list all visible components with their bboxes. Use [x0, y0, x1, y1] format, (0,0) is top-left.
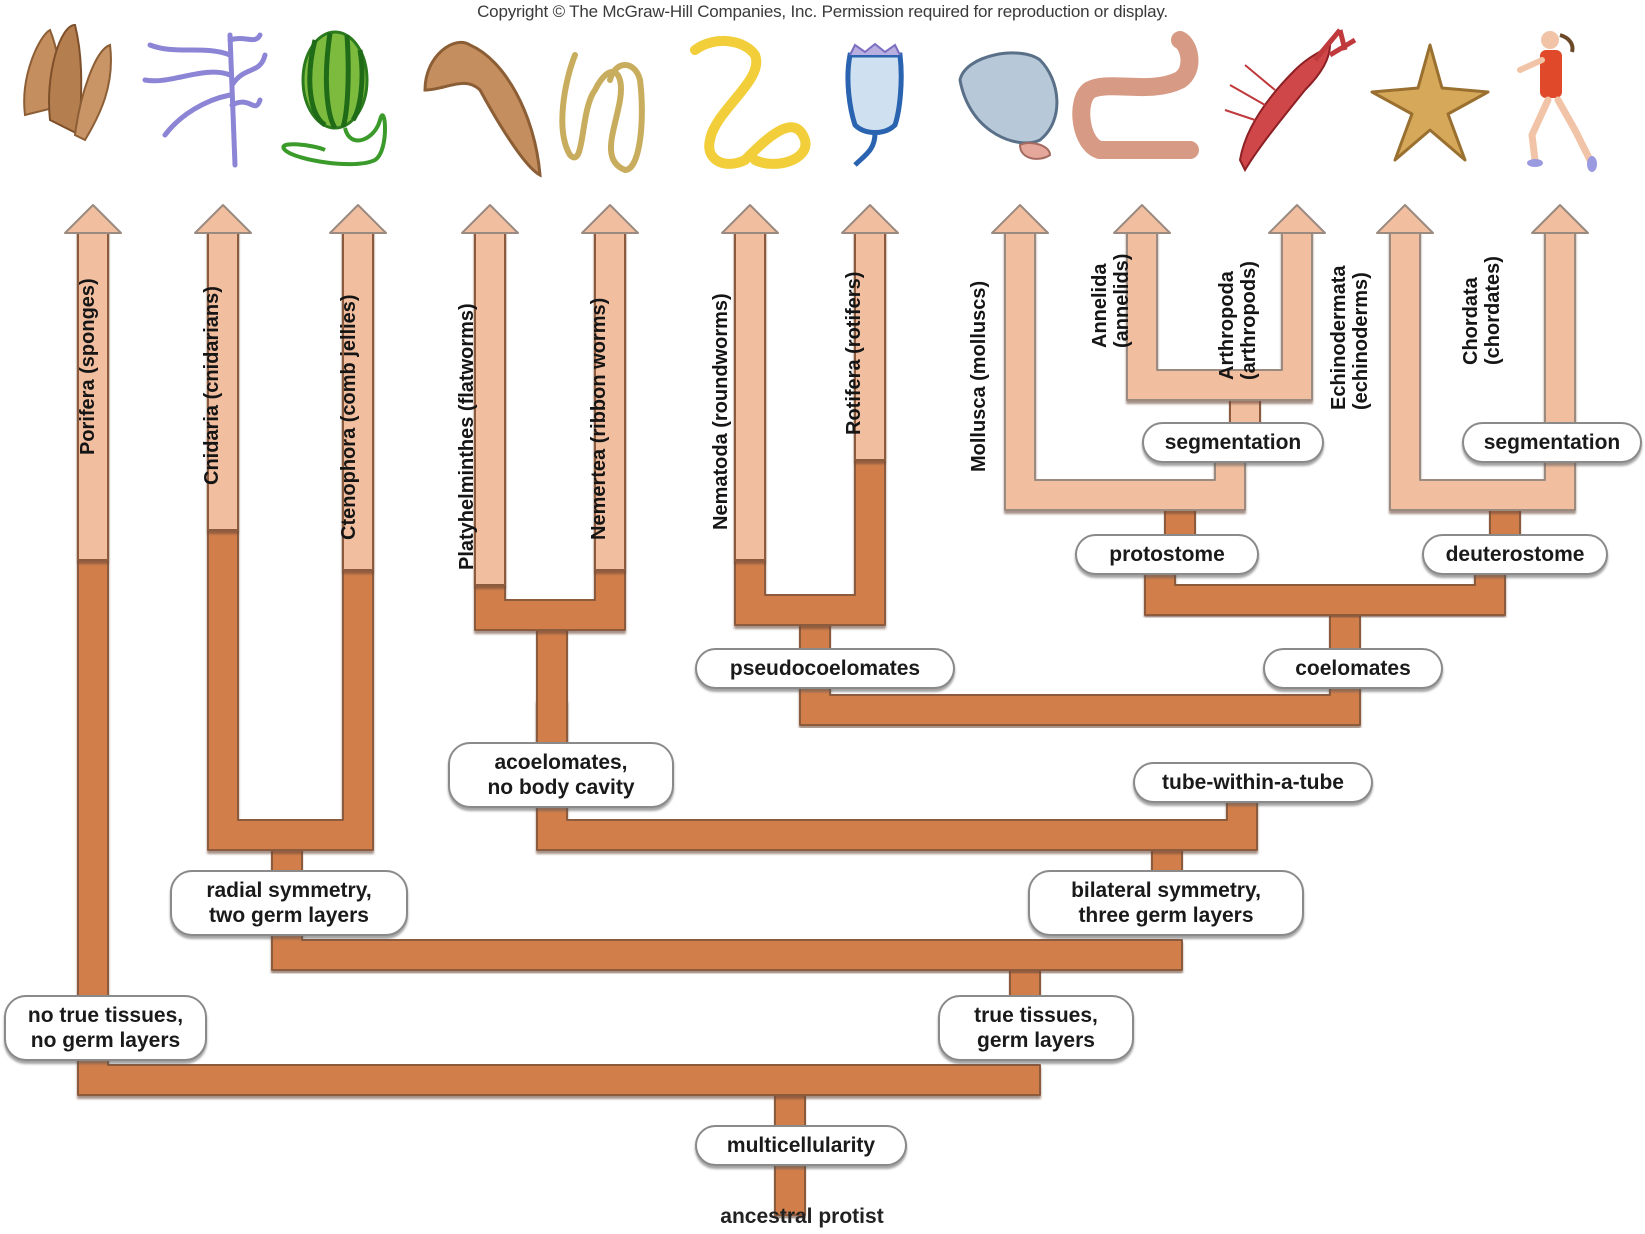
branch-coelomate-stem — [1329, 614, 1361, 651]
trait-node-coelomates: coelomates — [1263, 648, 1443, 689]
trait-node-deuterostome: deuterostome — [1422, 534, 1608, 575]
trait-node-segmentation-deuterostome: segmentation — [1462, 422, 1642, 463]
trait-node-acoelomates: acoelomates, no body cavity — [448, 742, 674, 808]
clam-icon — [958, 51, 1059, 160]
arrowhead-cnidaria — [194, 204, 252, 234]
hydra-icon — [142, 32, 268, 168]
phylum-label-arthropoda: Arthropoda (arthropods) — [1216, 261, 1260, 380]
branch-upper-nematoda — [734, 229, 766, 561]
phylum-label-porifera: Porifera (sponges) — [77, 278, 99, 455]
branch-upper-platyhelminthes — [474, 229, 506, 586]
trait-node-true-tissues: true tissues, germ layers — [938, 995, 1134, 1061]
trait-node-bilateral-symmetry: bilateral symmetry, three germ layers — [1028, 870, 1304, 936]
starfish-icon — [1370, 43, 1490, 162]
phylum-label-ctenophora: Ctenophora (comb jellies) — [338, 294, 360, 540]
arrowhead-arthropoda — [1268, 204, 1326, 234]
trait-node-multicellularity: multicellularity — [695, 1125, 907, 1166]
phylum-label-echinodermata: Echinodermata (echinoderms) — [1328, 265, 1372, 410]
arrowhead-ctenophora — [329, 204, 387, 234]
comb-jelly-icon — [281, 30, 387, 167]
trait-node-pseudocoelomates: pseudocoelomates — [695, 648, 955, 689]
phylum-label-nematoda: Nematoda (roundworms) — [710, 293, 732, 530]
root-label-ancestral-protist: ancestral protist — [720, 1205, 884, 1228]
arrowhead-chordata — [1531, 204, 1589, 234]
phylum-label-chordata: Chordata (chordates) — [1460, 256, 1504, 365]
arrowhead-mollusca — [991, 204, 1049, 234]
branch-acoelomate-stem — [536, 614, 568, 746]
flatworm-icon — [423, 40, 542, 178]
phylum-label-platyhelminthes: Platyhelminthes (flatworms) — [456, 303, 478, 570]
organism-illustrations — [23, 23, 1597, 178]
human-runner-icon — [1517, 31, 1597, 172]
sponge-icon — [23, 23, 112, 142]
roundworm-icon — [690, 35, 811, 169]
arrowhead-porifera — [64, 204, 122, 234]
rotifer-icon — [845, 42, 904, 167]
lobster-icon — [1224, 28, 1357, 173]
earthworm-icon — [1072, 31, 1199, 159]
arrowhead-rotifera — [841, 204, 899, 234]
branch-paths — [64, 204, 1589, 1216]
ribbon-worm-icon — [559, 52, 645, 174]
phylum-label-cnidaria: Cnidaria (cnidarians) — [201, 286, 223, 485]
phylum-label-rotifera: Rotifera (rotifers) — [843, 271, 865, 435]
copyright-notice: Copyright © The McGraw-Hill Companies, I… — [477, 2, 1168, 21]
trait-node-no-true-tissues: no true tissues, no germ layers — [4, 995, 207, 1061]
phylum-label-mollusca: Mollusca (molluscs) — [968, 280, 990, 472]
trait-node-tube-within-a-tube: tube-within-a-tube — [1133, 762, 1373, 803]
phylum-label-annelida: Annelida (annelids) — [1089, 253, 1133, 348]
phylum-label-nemertea: Nemertea (ribbon worms) — [588, 297, 610, 540]
arrowhead-nematoda — [721, 204, 779, 234]
arrowhead-annelida — [1113, 204, 1171, 234]
arrowhead-nemertea — [581, 204, 639, 234]
arrowhead-platyhelminthes — [461, 204, 519, 234]
arrowhead-echinodermata — [1376, 204, 1434, 234]
trait-node-protostome: protostome — [1075, 534, 1259, 575]
trait-node-segmentation-protostome: segmentation — [1142, 422, 1324, 463]
trait-node-radial-symmetry: radial symmetry, two germ layers — [170, 870, 408, 936]
